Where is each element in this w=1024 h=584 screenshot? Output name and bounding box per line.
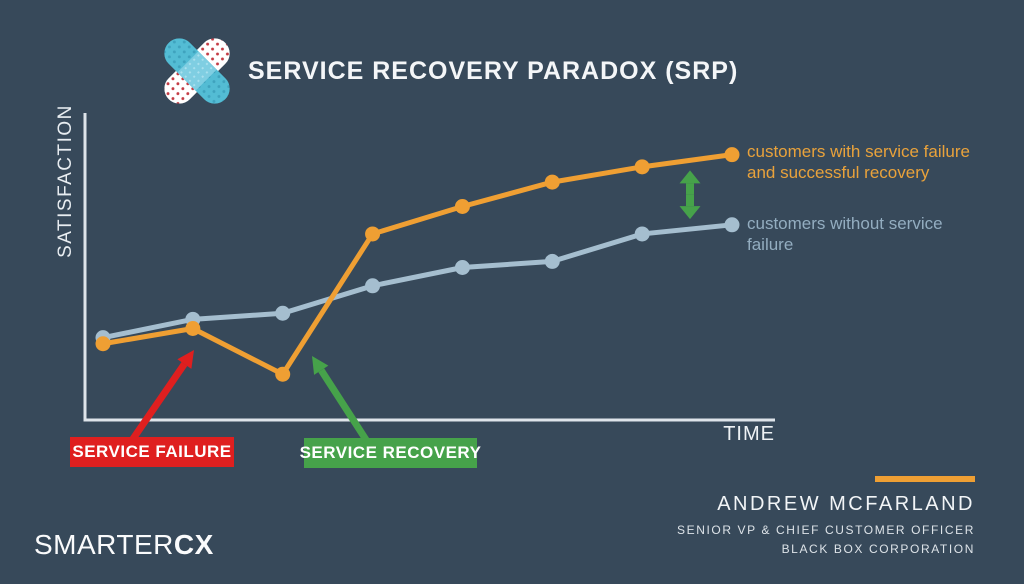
attribution-name: ANDREW MCFARLAND <box>717 493 975 515</box>
attribution: ANDREW MCFARLAND SENIOR VP & CHIEF CUSTO… <box>677 476 975 556</box>
service-recovery-label: SERVICE RECOVERY <box>300 438 481 468</box>
smartercx-logo: SMARTERCX <box>34 529 214 561</box>
smartercx-logo-regular: SMARTER <box>34 529 174 560</box>
legend-with-failure: customers with service failure and succe… <box>747 142 970 182</box>
x-axis-label: TIME <box>723 423 775 445</box>
smartercx-logo-bold: CX <box>173 529 214 560</box>
attribution-accent-bar <box>875 476 975 482</box>
attribution-title: SENIOR VP & CHIEF CUSTOMER OFFICER <box>677 523 975 537</box>
legend-without-failure: customers without service failure <box>747 214 943 254</box>
header: SERVICE RECOVERY PARADOX (SRP) <box>158 32 739 110</box>
page-title: SERVICE RECOVERY PARADOX (SRP) <box>248 56 739 85</box>
bandage-icon <box>158 32 236 110</box>
y-axis-label: SATISFACTION <box>55 104 76 258</box>
service-failure-label: SERVICE FAILURE <box>70 437 234 467</box>
attribution-company: BLACK BOX CORPORATION <box>781 542 975 556</box>
